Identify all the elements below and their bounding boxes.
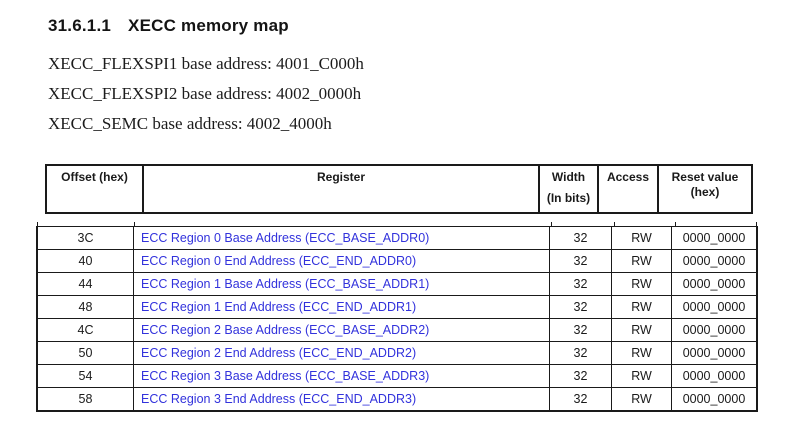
access-cell: RW bbox=[612, 227, 672, 249]
access-cell: RW bbox=[612, 365, 672, 387]
register-link[interactable]: ECC Region 2 Base Address (ECC_BASE_ADDR… bbox=[141, 323, 430, 337]
register-cell: ECC Region 1 Base Address (ECC_BASE_ADDR… bbox=[134, 273, 550, 295]
width-cell: 32 bbox=[550, 296, 612, 318]
register-cell: ECC Region 0 End Address (ECC_END_ADDR0) bbox=[134, 250, 550, 272]
column-header-reset-line2: (hex) bbox=[690, 185, 720, 199]
register-table-body: 3C ECC Region 0 Base Address (ECC_BASE_A… bbox=[36, 222, 758, 412]
table-row: 3C ECC Region 0 Base Address (ECC_BASE_A… bbox=[38, 227, 756, 250]
column-header-reset-line1: Reset value bbox=[671, 170, 739, 184]
register-link[interactable]: ECC Region 0 End Address (ECC_END_ADDR0) bbox=[141, 254, 417, 268]
column-header-reset-value: Reset value (hex) bbox=[659, 166, 751, 212]
access-cell: RW bbox=[612, 250, 672, 272]
page-break-tick bbox=[756, 222, 757, 227]
access-cell: RW bbox=[612, 388, 672, 410]
register-cell: ECC Region 2 End Address (ECC_END_ADDR2) bbox=[134, 342, 550, 364]
base-address-line-semc: XECC_SEMC base address: 4002_4000h bbox=[48, 114, 332, 133]
column-header-register: Register bbox=[144, 166, 540, 212]
reset-value-cell: 0000_0000 bbox=[682, 369, 746, 383]
offset-cell: 54 bbox=[38, 365, 134, 387]
reset-value-cell: 0000_0000 bbox=[682, 231, 746, 245]
page-break-tick bbox=[37, 222, 38, 227]
register-link[interactable]: ECC Region 3 End Address (ECC_END_ADDR3) bbox=[141, 392, 417, 406]
offset-cell: 3C bbox=[38, 227, 134, 249]
section-heading: 31.6.1.1 XECC memory map bbox=[48, 16, 289, 36]
reset-value-cell: 0000_0000 bbox=[682, 254, 746, 268]
table-row: 50 ECC Region 2 End Address (ECC_END_ADD… bbox=[38, 342, 756, 365]
column-header-offset: Offset (hex) bbox=[47, 166, 144, 212]
register-table-header: Offset (hex) Register Width (In bits) Ac… bbox=[45, 164, 753, 214]
register-link[interactable]: ECC Region 1 End Address (ECC_END_ADDR1) bbox=[141, 300, 417, 314]
page-break-tick bbox=[614, 222, 615, 227]
offset-cell: 4C bbox=[38, 319, 134, 341]
section-number: 31.6.1.1 bbox=[48, 16, 112, 35]
reset-value-cell: 0000_0000 bbox=[682, 323, 746, 337]
page-break-tick bbox=[134, 222, 135, 227]
offset-cell: 48 bbox=[38, 296, 134, 318]
width-cell: 32 bbox=[550, 365, 612, 387]
base-address-line-flexspi1: XECC_FLEXSPI1 base address: 4001_C000h bbox=[48, 54, 364, 73]
column-header-access: Access bbox=[599, 166, 659, 212]
width-cell: 32 bbox=[550, 227, 612, 249]
column-header-width-line2: (In bits) bbox=[546, 191, 591, 205]
register-cell: ECC Region 3 Base Address (ECC_BASE_ADDR… bbox=[134, 365, 550, 387]
page-break-tick bbox=[551, 222, 552, 227]
width-cell: 32 bbox=[550, 250, 612, 272]
reset-value-cell: 0000_0000 bbox=[682, 277, 746, 291]
access-cell: RW bbox=[612, 296, 672, 318]
width-cell: 32 bbox=[550, 388, 612, 410]
column-header-width-line1: Width bbox=[551, 170, 586, 184]
width-cell: 32 bbox=[550, 342, 612, 364]
page-break-tick bbox=[675, 222, 676, 227]
reset-value-cell: 0000_0000 bbox=[682, 392, 746, 406]
table-row: 4C ECC Region 2 Base Address (ECC_BASE_A… bbox=[38, 319, 756, 342]
table-row: 54 ECC Region 3 Base Address (ECC_BASE_A… bbox=[38, 365, 756, 388]
register-cell: ECC Region 2 Base Address (ECC_BASE_ADDR… bbox=[134, 319, 550, 341]
register-cell: ECC Region 0 Base Address (ECC_BASE_ADDR… bbox=[134, 227, 550, 249]
register-cell: ECC Region 3 End Address (ECC_END_ADDR3) bbox=[134, 388, 550, 410]
register-link[interactable]: ECC Region 1 Base Address (ECC_BASE_ADDR… bbox=[141, 277, 430, 291]
section-title: XECC memory map bbox=[128, 16, 289, 35]
table-row: 40 ECC Region 0 End Address (ECC_END_ADD… bbox=[38, 250, 756, 273]
register-link[interactable]: ECC Region 2 End Address (ECC_END_ADDR2) bbox=[141, 346, 417, 360]
offset-cell: 44 bbox=[38, 273, 134, 295]
base-address-line-flexspi2: XECC_FLEXSPI2 base address: 4002_0000h bbox=[48, 84, 362, 103]
width-cell: 32 bbox=[550, 273, 612, 295]
offset-cell: 58 bbox=[38, 388, 134, 410]
reset-value-cell: 0000_0000 bbox=[682, 300, 746, 314]
register-link[interactable]: ECC Region 3 Base Address (ECC_BASE_ADDR… bbox=[141, 369, 430, 383]
column-header-width: Width (In bits) bbox=[540, 166, 599, 212]
access-cell: RW bbox=[612, 273, 672, 295]
width-cell: 32 bbox=[550, 319, 612, 341]
offset-cell: 40 bbox=[38, 250, 134, 272]
offset-cell: 50 bbox=[38, 342, 134, 364]
table-row: 48 ECC Region 1 End Address (ECC_END_ADD… bbox=[38, 296, 756, 319]
access-cell: RW bbox=[612, 319, 672, 341]
register-cell: ECC Region 1 End Address (ECC_END_ADDR1) bbox=[134, 296, 550, 318]
table-row: 58 ECC Region 3 End Address (ECC_END_ADD… bbox=[38, 388, 756, 410]
access-cell: RW bbox=[612, 342, 672, 364]
reset-value-cell: 0000_0000 bbox=[682, 346, 746, 360]
register-link[interactable]: ECC Region 0 Base Address (ECC_BASE_ADDR… bbox=[141, 231, 430, 245]
table-row: 44 ECC Region 1 Base Address (ECC_BASE_A… bbox=[38, 273, 756, 296]
